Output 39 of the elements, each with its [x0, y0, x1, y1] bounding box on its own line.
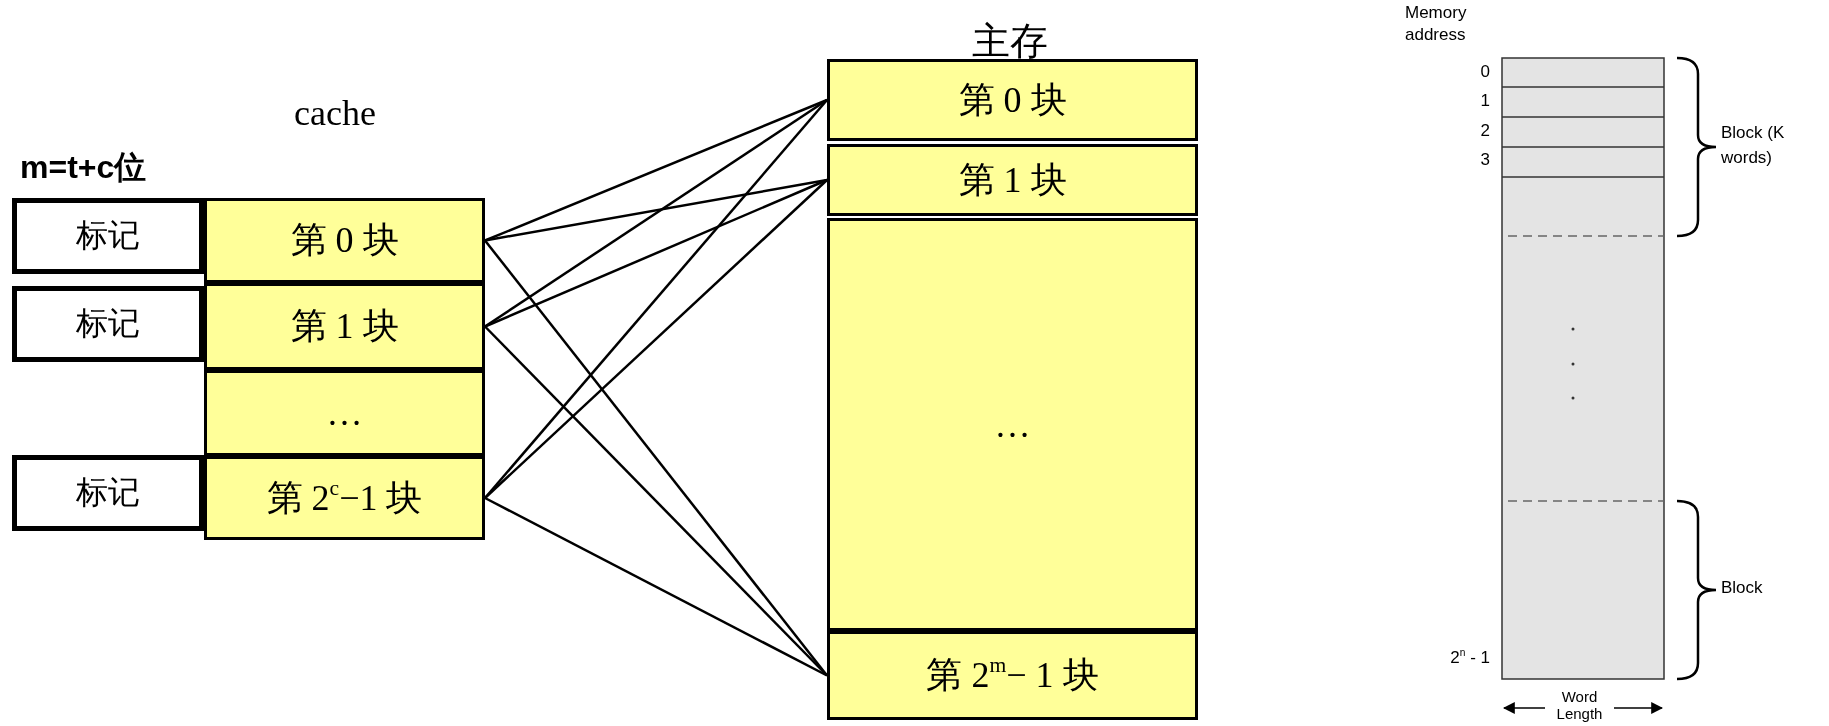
- text-label: Word Length: [1555, 688, 1604, 722]
- block-label: 第 1 块: [958, 158, 1067, 202]
- block-label: …: [994, 403, 1031, 446]
- block-box: [827, 631, 1198, 720]
- tag-box: [12, 286, 204, 362]
- connector-line: [484, 178, 828, 242]
- text-label: Block: [1721, 578, 1764, 598]
- block-box: [204, 198, 485, 283]
- text-label: Memory address: [1405, 2, 1468, 46]
- block-box: [204, 456, 485, 540]
- text-label: 2$^{n}$ - 1: [1449, 648, 1490, 668]
- block-box: [204, 370, 485, 456]
- block-label: 第 1 块: [290, 305, 399, 348]
- block-label: …: [326, 392, 363, 434]
- connector-line: [484, 178, 828, 328]
- block-label: 第 2$^{m}$− 1 块: [926, 651, 1099, 697]
- group-heading: cache: [293, 92, 377, 135]
- text-label: 0: [1479, 62, 1490, 82]
- block-label: 标记: [76, 304, 140, 343]
- connector-line: [484, 496, 828, 677]
- text-label: 1: [1479, 91, 1490, 111]
- block-box: [827, 144, 1198, 216]
- block-box: [827, 59, 1198, 141]
- block-label: 标记: [76, 216, 140, 255]
- block-box: [827, 218, 1198, 631]
- tag-box: [12, 198, 204, 274]
- text-label: m=t+c位: [20, 148, 148, 186]
- block-label: 第 0 块: [958, 78, 1067, 122]
- block-label: 标记: [76, 473, 140, 512]
- text-label: Block (K words): [1721, 122, 1786, 169]
- text-label: 3: [1479, 150, 1490, 170]
- block-label: 第 2$^{c}$−1 块: [266, 474, 423, 520]
- group-heading: 主存: [971, 19, 1049, 64]
- block-box: [204, 283, 485, 370]
- connector-line: [484, 179, 828, 499]
- tag-box: [12, 455, 204, 531]
- connector-line: [484, 99, 828, 499]
- text-label: 2: [1479, 121, 1490, 141]
- block-label: 第 0 块: [290, 219, 399, 262]
